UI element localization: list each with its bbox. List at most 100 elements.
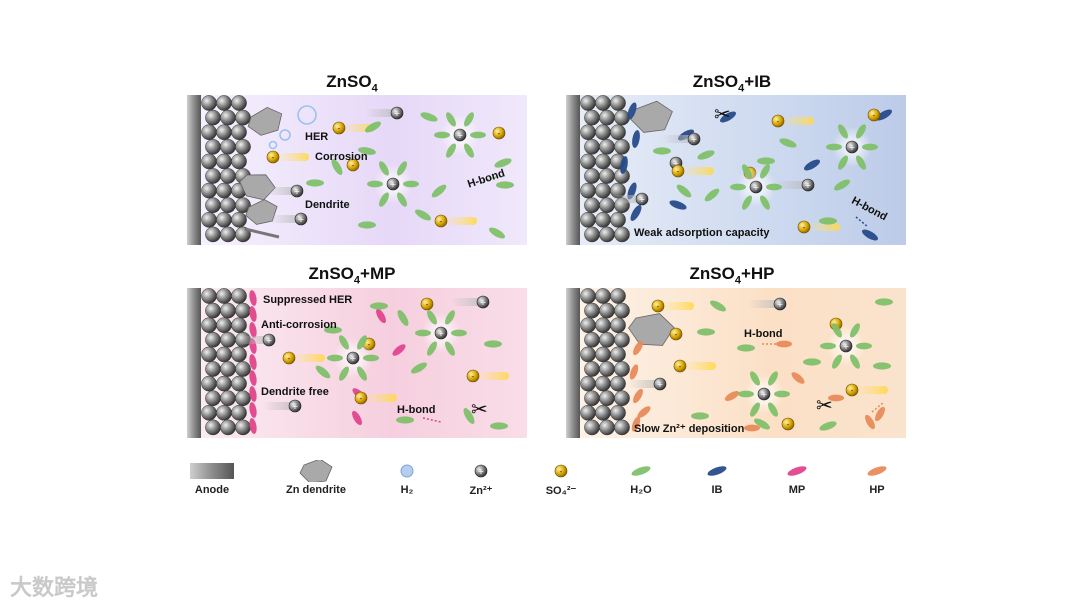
solvating-molecule — [464, 112, 474, 127]
sulfate-sign: - — [368, 340, 371, 349]
zn-ion-sign: + — [294, 187, 301, 196]
ion-trail — [265, 187, 297, 195]
zn-dendrite — [247, 106, 283, 136]
zn-atom — [235, 361, 251, 377]
zn-atom — [231, 153, 247, 170]
label-suppressed-her: Suppressed HER — [263, 294, 353, 306]
zn-atom — [580, 211, 596, 228]
sulfate-ion — [466, 369, 480, 383]
watermark-logo: 大数跨境 — [10, 570, 98, 602]
solvating-molecule — [397, 161, 407, 176]
sulfate-icon: - — [521, 460, 601, 487]
legend-label-sulfate: SO₄²⁻ — [545, 485, 577, 497]
sulfate-ion — [651, 299, 665, 313]
sulfate-ion — [434, 214, 448, 228]
water-molecule — [757, 157, 775, 165]
zn-atom — [220, 226, 236, 243]
zn-ion — [757, 387, 771, 401]
legend-label-anode: Anode — [194, 484, 230, 496]
solvating-molecule — [838, 124, 848, 139]
zn-atom — [614, 302, 630, 319]
ion-trail — [269, 215, 301, 223]
ion-trail — [662, 135, 694, 143]
solvating-molecule — [856, 124, 866, 139]
sulfate-trail — [443, 217, 477, 225]
zn-atom — [201, 317, 217, 334]
zn-atom — [201, 288, 217, 304]
anode-swatch — [190, 463, 234, 479]
panel-title-znso4-mp: ZnSO4+MP — [308, 264, 396, 287]
zn-atom — [220, 419, 236, 436]
hbond-line — [871, 401, 885, 413]
zn-atom — [205, 361, 221, 377]
hp-molecule — [875, 406, 885, 422]
zn-atom — [235, 138, 251, 155]
zn-ion-icon: + — [441, 460, 521, 487]
hbond-line — [482, 176, 498, 182]
sulfate-sign: - — [657, 302, 660, 311]
zn-atom — [205, 168, 221, 184]
zn-atom — [580, 95, 596, 111]
scissors-icon: ✂ — [471, 397, 488, 421]
label-slow-deposition: Slow Zn²⁺ deposition — [634, 423, 745, 435]
water-molecule — [420, 112, 438, 122]
solvating-molecule — [363, 354, 379, 362]
sulfate-ion — [354, 391, 368, 405]
zn-atom — [599, 419, 615, 436]
solvating-molecule — [832, 354, 842, 369]
zn-atom — [610, 404, 626, 421]
solvating-molecule — [357, 366, 367, 381]
zn-atom — [216, 153, 232, 170]
water-molecule — [676, 184, 692, 198]
sulfate-ion — [492, 126, 506, 140]
sulfate-ion — [554, 464, 568, 478]
h2-icon — [367, 460, 447, 487]
sulfate-sign: - — [777, 117, 780, 126]
zn-ion-sign: + — [350, 354, 357, 363]
solvating-molecule — [862, 143, 878, 151]
sulfate-trail — [660, 302, 694, 310]
sulfate-trail — [680, 167, 714, 175]
water-molecule — [489, 227, 505, 239]
solvating-molecule — [327, 354, 343, 362]
solvating-molecule — [446, 143, 456, 158]
hp-molecule — [791, 372, 805, 384]
zn-atom — [595, 182, 611, 199]
ion-trail — [365, 109, 397, 117]
water-molecule — [710, 300, 726, 312]
solvating-molecule — [403, 180, 419, 188]
zn-ion — [801, 178, 815, 192]
hp-molecule — [724, 391, 740, 401]
zn-atom — [216, 124, 232, 141]
zn-atom — [231, 346, 247, 363]
mp-molecule — [249, 306, 257, 322]
zn-atom — [201, 182, 217, 199]
anode-plate — [566, 288, 580, 438]
sulfate-trail — [806, 223, 840, 231]
zn-atom — [610, 346, 626, 363]
solvating-molecule — [427, 310, 437, 325]
zn-atom — [595, 375, 611, 392]
solvating-molecule — [856, 155, 866, 170]
solvating-molecule — [379, 192, 389, 207]
water-molecule — [875, 298, 893, 306]
panel-znso4-hp: ++------++✂ H-bond Slow Zn²⁺ deposition — [566, 288, 906, 438]
water-molecule — [697, 150, 715, 160]
ion-trail — [237, 336, 269, 344]
zn-atom — [231, 95, 247, 111]
zn-ion-sign: + — [394, 109, 401, 118]
anode-plate — [566, 95, 580, 245]
solvating-molecule — [730, 183, 746, 191]
zn-atom — [584, 109, 600, 126]
panel-znso4: +--++-++-- HER Corrosion Dendrite H-bond — [187, 95, 527, 245]
zn-atom — [231, 288, 247, 304]
hp-swatch — [867, 466, 887, 476]
sulfate-sign: - — [677, 167, 680, 176]
water-molecule — [494, 158, 512, 168]
zn-atom — [614, 390, 630, 407]
sulfate-sign: - — [288, 354, 291, 363]
zn-atom — [231, 124, 247, 141]
mp-molecule — [376, 308, 386, 324]
hp-molecule — [637, 406, 651, 418]
zn-atom — [235, 419, 251, 436]
